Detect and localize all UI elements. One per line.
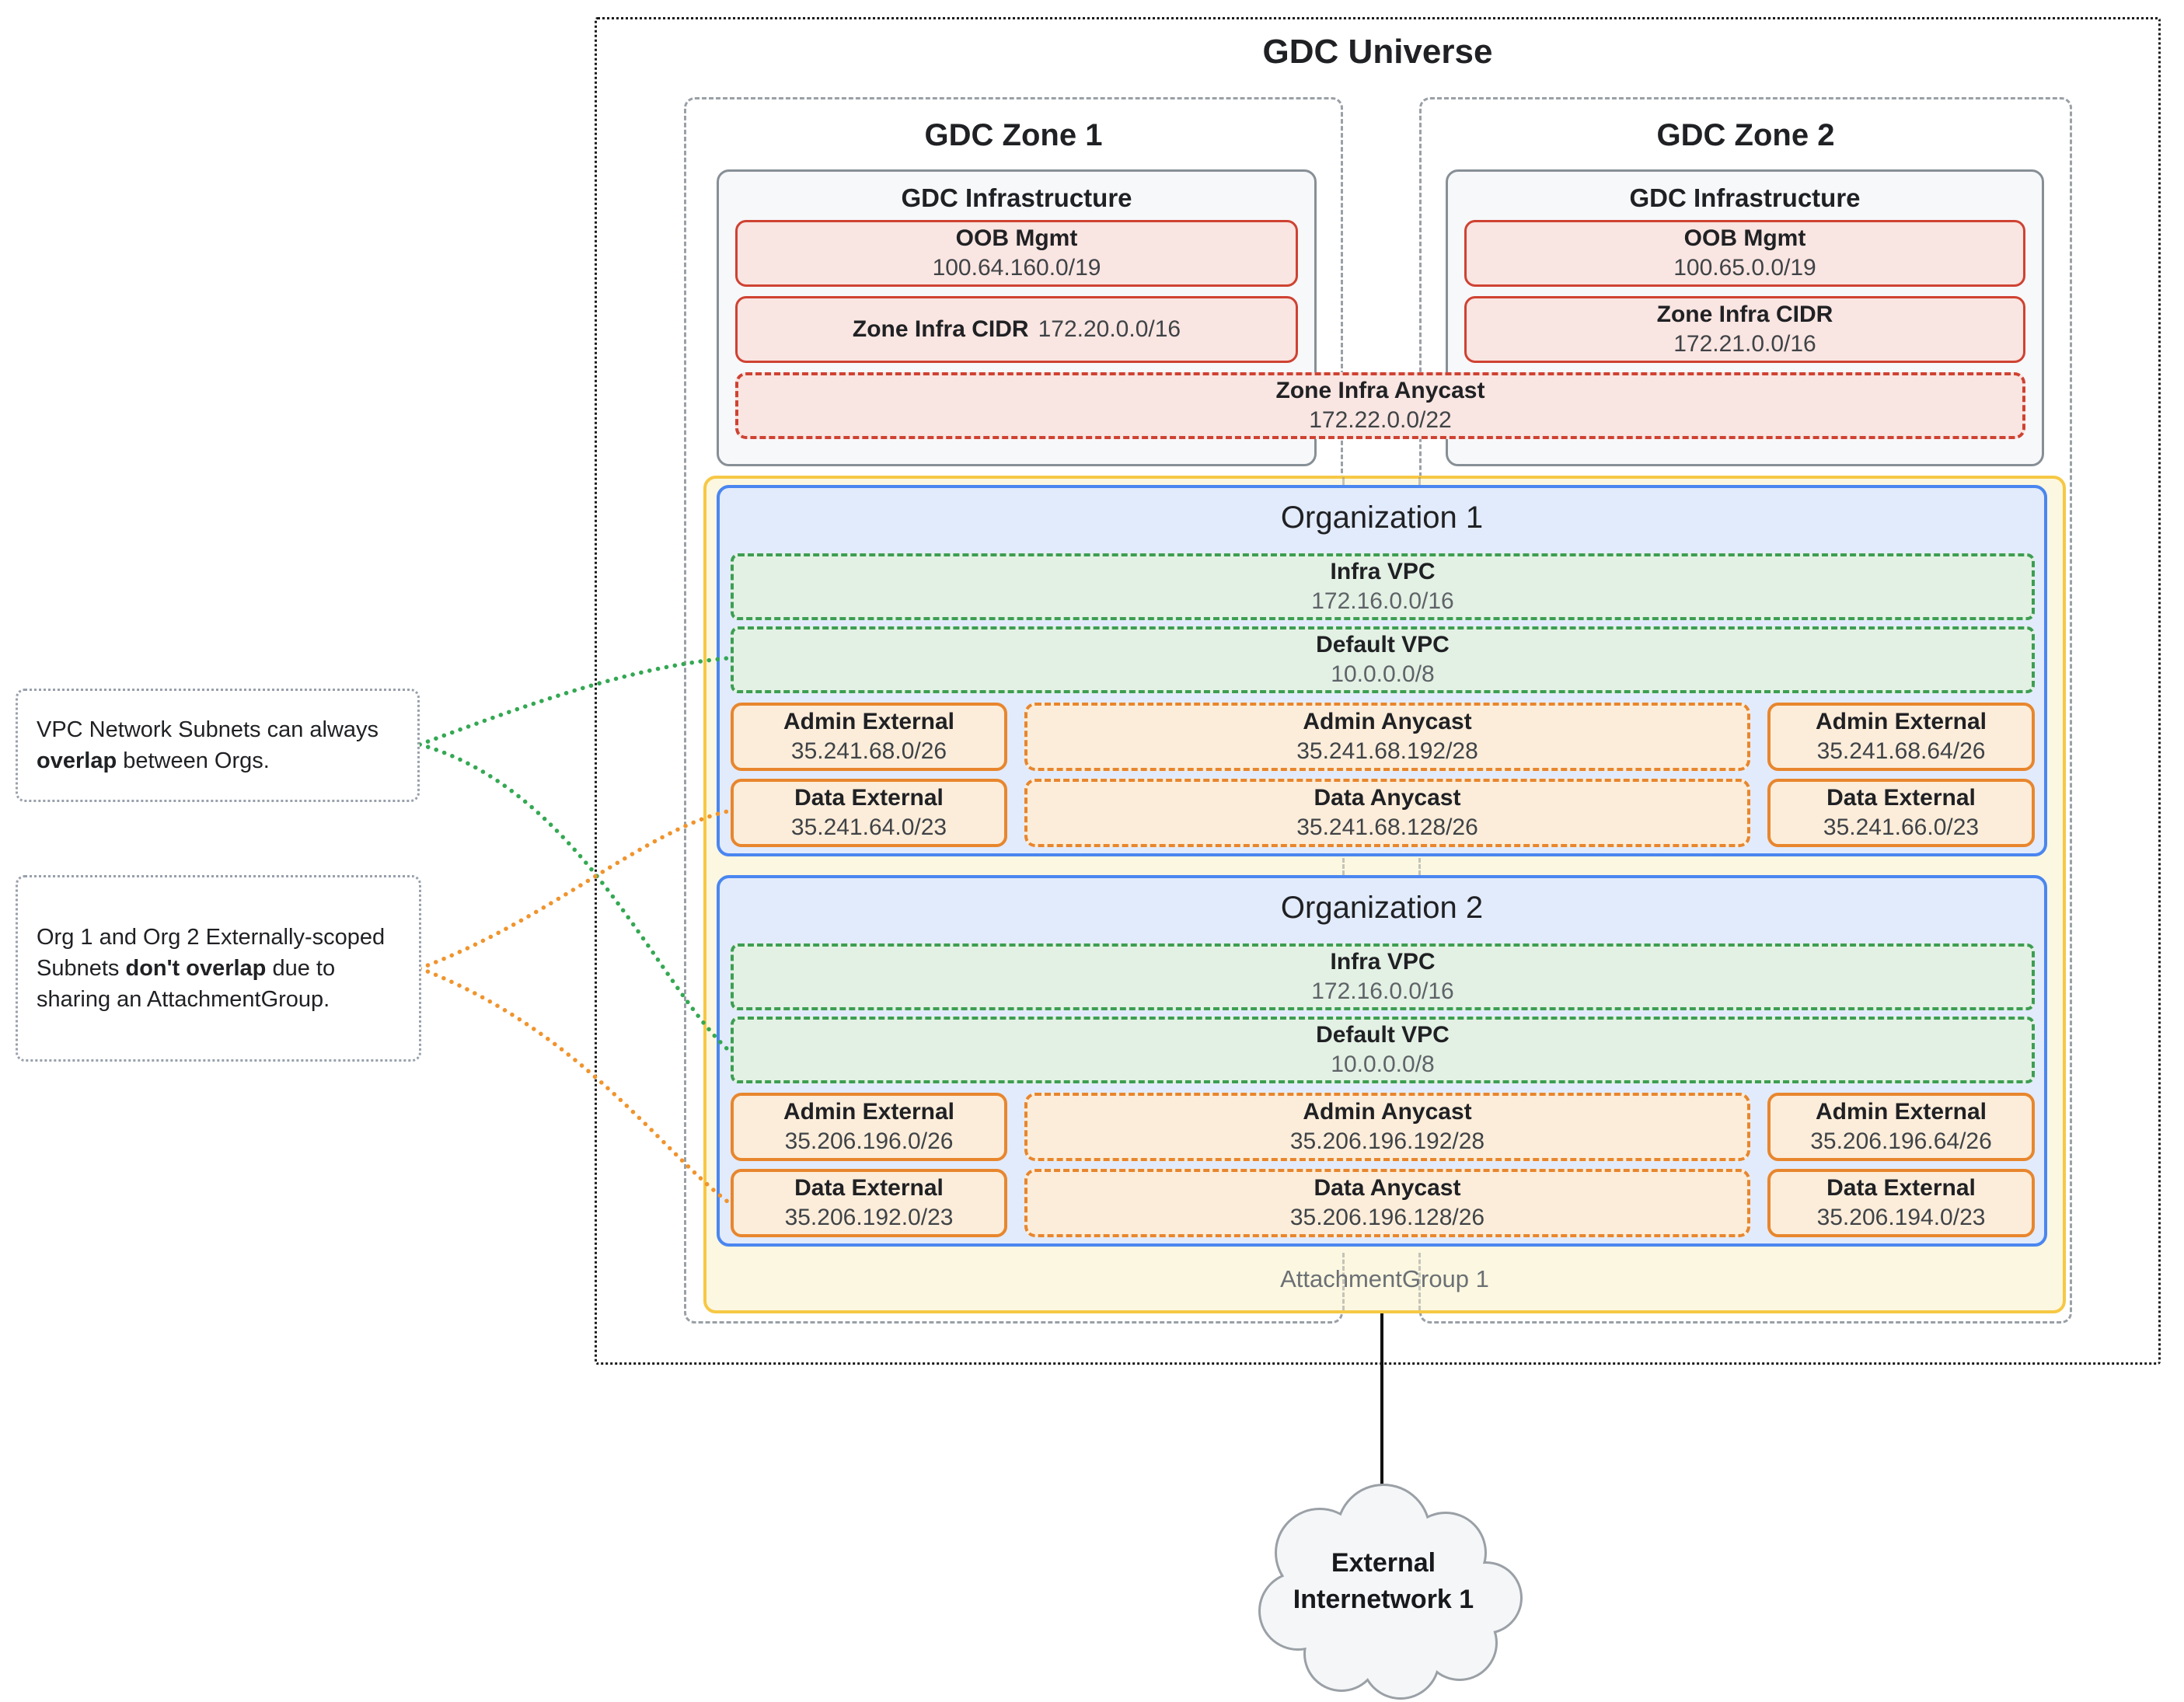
org1-admin-external-left-box: Admin External 35.241.68.0/26 — [731, 703, 1007, 771]
zone-2-border-ghost-mid — [1418, 858, 1421, 875]
org2-admin-anycast-box: Admin Anycast 35.206.196.192/28 — [1024, 1093, 1750, 1161]
org2-data-external-right-label: Data External — [1826, 1175, 1976, 1201]
org1-admin-anycast-box: Admin Anycast 35.241.68.192/28 — [1024, 703, 1750, 771]
org1-infra-vpc-label: Infra VPC — [1330, 559, 1436, 584]
zone-infra-anycast-box: Zone Infra Anycast 172.22.0.0/22 — [735, 372, 2025, 439]
note2-line1: Org 1 and Org 2 Externally-scoped — [37, 925, 386, 950]
org2-data-anycast-box: Data Anycast 35.206.196.128/26 — [1024, 1169, 1750, 1237]
org1-data-external-right-cidr: 35.241.66.0/23 — [1823, 814, 1980, 840]
org2-data-external-left-label: Data External — [794, 1175, 944, 1201]
attachment-to-cloud-line — [1380, 1313, 1383, 1491]
zone-1-border-ghost-bottom — [1342, 1253, 1345, 1310]
note2-line2-pre: Subnets — [37, 956, 126, 981]
org2-admin-anycast-cidr: 35.206.196.192/28 — [1289, 1128, 1485, 1154]
note2-bold: don't overlap — [125, 956, 267, 981]
oob-mgmt-cidr-1: 100.64.160.0/19 — [932, 255, 1101, 281]
note2-line2-rest: due to — [266, 956, 336, 981]
oob-mgmt-label-1: OOB Mgmt — [955, 225, 1078, 251]
org2-admin-external-left-cidr: 35.206.196.0/26 — [784, 1128, 954, 1154]
org1-data-anycast-box: Data Anycast 35.241.68.128/26 — [1024, 779, 1750, 847]
org1-admin-external-right-box: Admin External 35.241.68.64/26 — [1767, 703, 2035, 771]
gdc-infrastructure-title-2: GDC Infrastructure — [1629, 183, 1861, 212]
org2-admin-external-right-cidr: 35.206.196.64/26 — [1810, 1128, 1992, 1154]
org1-default-vpc-box: Default VPC 10.0.0.0/8 — [731, 626, 2035, 693]
org2-admin-external-left-label: Admin External — [783, 1099, 955, 1125]
org1-admin-external-right-cidr: 35.241.68.64/26 — [1816, 738, 1986, 764]
org1-data-external-left-cidr: 35.241.64.0/23 — [790, 814, 947, 840]
note1-line1: VPC Network Subnets can always — [37, 717, 379, 742]
org1-default-vpc-cidr: 10.0.0.0/8 — [1331, 661, 1435, 687]
org2-data-external-left-cidr: 35.206.192.0/23 — [784, 1205, 954, 1230]
org2-infra-vpc-cidr: 172.16.0.0/16 — [1311, 978, 1454, 1004]
org1-default-vpc-label: Default VPC — [1316, 632, 1450, 657]
org2-admin-anycast-label: Admin Anycast — [1303, 1099, 1472, 1125]
zone-infra-cidr-label-2: Zone Infra CIDR — [1656, 302, 1833, 327]
gdc-zone-2-title: GDC Zone 2 — [1656, 118, 1835, 152]
note1-bold: overlap — [37, 748, 117, 773]
note-subnets-overlap: VPC Network Subnets can always overlap b… — [16, 689, 420, 802]
note1-line2-rest: between Orgs. — [117, 748, 270, 773]
org1-data-external-left-box: Data External 35.241.64.0/23 — [731, 779, 1007, 847]
zone-infra-cidr-box-1: Zone Infra CIDR 172.20.0.0/16 — [735, 296, 1298, 363]
zone-infra-cidr-label-1: Zone Infra CIDR — [852, 316, 1029, 342]
oob-mgmt-label-2: OOB Mgmt — [1683, 225, 1806, 251]
org2-data-external-right-cidr: 35.206.194.0/23 — [1816, 1205, 1986, 1230]
zone-infra-cidr-box-2: Zone Infra CIDR 172.21.0.0/16 — [1464, 296, 2025, 363]
org1-admin-external-left-label: Admin External — [783, 709, 955, 734]
org1-admin-external-left-cidr: 35.241.68.0/26 — [790, 738, 947, 764]
org2-default-vpc-label: Default VPC — [1316, 1022, 1450, 1048]
zone-infra-anycast-label: Zone Infra Anycast — [1275, 378, 1485, 403]
org1-admin-anycast-cidr: 35.241.68.192/28 — [1296, 738, 1478, 764]
organization-2-title: Organization 2 — [1280, 891, 1484, 925]
org1-data-external-right-label: Data External — [1826, 785, 1976, 811]
org1-admin-anycast-label: Admin Anycast — [1303, 709, 1472, 734]
zone-infra-cidr-value-1: 172.20.0.0/16 — [1038, 316, 1181, 342]
org2-default-vpc-cidr: 10.0.0.0/8 — [1331, 1052, 1435, 1077]
org2-data-external-right-box: Data External 35.206.194.0/23 — [1767, 1169, 2035, 1237]
org1-infra-vpc-box: Infra VPC 172.16.0.0/16 — [731, 553, 2035, 620]
zone-infra-cidr-value-2: 172.21.0.0/16 — [1673, 331, 1816, 357]
org2-infra-vpc-label: Infra VPC — [1330, 949, 1436, 975]
org2-admin-external-right-label: Admin External — [1815, 1099, 1987, 1125]
zone-2-border-ghost-bottom — [1418, 1253, 1421, 1310]
org2-data-external-left-box: Data External 35.206.192.0/23 — [731, 1169, 1007, 1237]
zone-1-border-ghost-top — [1342, 477, 1345, 487]
org2-admin-external-left-box: Admin External 35.206.196.0/26 — [731, 1093, 1007, 1161]
org1-data-anycast-label: Data Anycast — [1314, 785, 1461, 811]
external-internetwork-label-line2: Internetwork 1 — [1293, 1585, 1474, 1614]
org1-admin-external-right-label: Admin External — [1815, 709, 1987, 734]
zone-2-border-ghost-top — [1418, 477, 1421, 487]
org2-default-vpc-box: Default VPC 10.0.0.0/8 — [731, 1017, 2035, 1083]
note2-line3: sharing an AttachmentGroup. — [37, 987, 330, 1012]
org2-data-anycast-label: Data Anycast — [1314, 1175, 1461, 1201]
note-subnets-dont-overlap: Org 1 and Org 2 Externally-scoped Subnet… — [16, 875, 421, 1062]
attachment-group-label: AttachmentGroup 1 — [1280, 1265, 1489, 1292]
org1-data-anycast-cidr: 35.241.68.128/26 — [1296, 814, 1478, 840]
org2-admin-external-right-box: Admin External 35.206.196.64/26 — [1767, 1093, 2035, 1161]
oob-mgmt-box-2: OOB Mgmt 100.65.0.0/19 — [1464, 220, 2025, 287]
org2-data-anycast-cidr: 35.206.196.128/26 — [1289, 1205, 1485, 1230]
zone-1-border-ghost-mid — [1342, 858, 1345, 875]
gdc-infrastructure-title-1: GDC Infrastructure — [901, 183, 1132, 212]
org2-infra-vpc-box: Infra VPC 172.16.0.0/16 — [731, 943, 2035, 1010]
external-internetwork-label-line1: External — [1331, 1548, 1436, 1578]
external-internetwork-label: External Internetwork 1 — [1228, 1545, 1539, 1618]
organization-1-title: Organization 1 — [1280, 500, 1484, 535]
gdc-universe-title: GDC Universe — [1262, 33, 1493, 71]
org1-infra-vpc-cidr: 172.16.0.0/16 — [1311, 588, 1454, 614]
zone-infra-anycast-cidr: 172.22.0.0/22 — [1309, 407, 1452, 433]
gdc-zone-1-title: GDC Zone 1 — [924, 118, 1103, 152]
org1-data-external-right-box: Data External 35.241.66.0/23 — [1767, 779, 2035, 847]
org1-data-external-left-label: Data External — [794, 785, 944, 811]
oob-mgmt-cidr-2: 100.65.0.0/19 — [1673, 255, 1816, 281]
oob-mgmt-box-1: OOB Mgmt 100.64.160.0/19 — [735, 220, 1298, 287]
